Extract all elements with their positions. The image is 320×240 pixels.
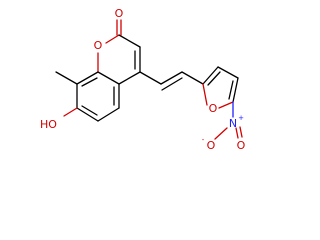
bond-c8-methyl [55, 71, 78, 85]
bond-lines [55, 19, 243, 140]
bond-furan-c4-c5 [232, 77, 239, 103]
bond-c8-c8a-double [81, 77, 98, 87]
carbonyl-oxygen-label: O [115, 7, 124, 20]
bond-furan-c2-c3-double [207, 71, 221, 86]
nitro-oxygen-right-label: O [237, 139, 246, 152]
bond-c2-c3 [118, 34, 141, 48]
hydroxyl-label: HO [40, 118, 57, 131]
nitro-minus-charge: - [202, 136, 205, 144]
bond-furan-c5-o [218, 101, 234, 109]
bond-nitro-o-left [214, 127, 228, 140]
bond-c7-oh [63, 107, 78, 117]
nitro-plus-charge: + [238, 114, 244, 122]
bond-furan-c4-c5-double [228, 80, 234, 100]
bond-c6-c7 [76, 107, 99, 122]
bond-nitro-o-right-a [235, 127, 239, 139]
nitro-nitrogen-label: N [229, 117, 237, 130]
bond-c8-c8a [76, 71, 99, 85]
bond-furan-o-c2 [202, 83, 208, 106]
atom-labels: O O HO O N + O O - [40, 7, 246, 152]
bond-nitro-o-right-b [239, 126, 243, 138]
furan-oxygen-label: O [209, 102, 218, 115]
nitro-oxygen-left-label: O [207, 139, 216, 152]
bond-c4-vinyl [139, 71, 162, 85]
bond-furan-c2-c3 [202, 66, 219, 85]
bond-c6-c7-double [81, 105, 98, 116]
bond-vinyl-double-inner [161, 77, 183, 91]
ring-oxygen-label: O [94, 39, 103, 52]
structure-diagram: O O HO O N + O O - [40, 7, 246, 152]
bond-c4-c4a [118, 71, 141, 85]
bond-c5-c6 [97, 107, 120, 122]
bond-vinyl-furan [181, 71, 204, 85]
bond-vinyl-double [160, 71, 183, 85]
bond-c4a-c8a [97, 71, 120, 85]
bond-furan-c3-c4 [217, 66, 239, 79]
bond-c2-ring-o [105, 34, 120, 44]
